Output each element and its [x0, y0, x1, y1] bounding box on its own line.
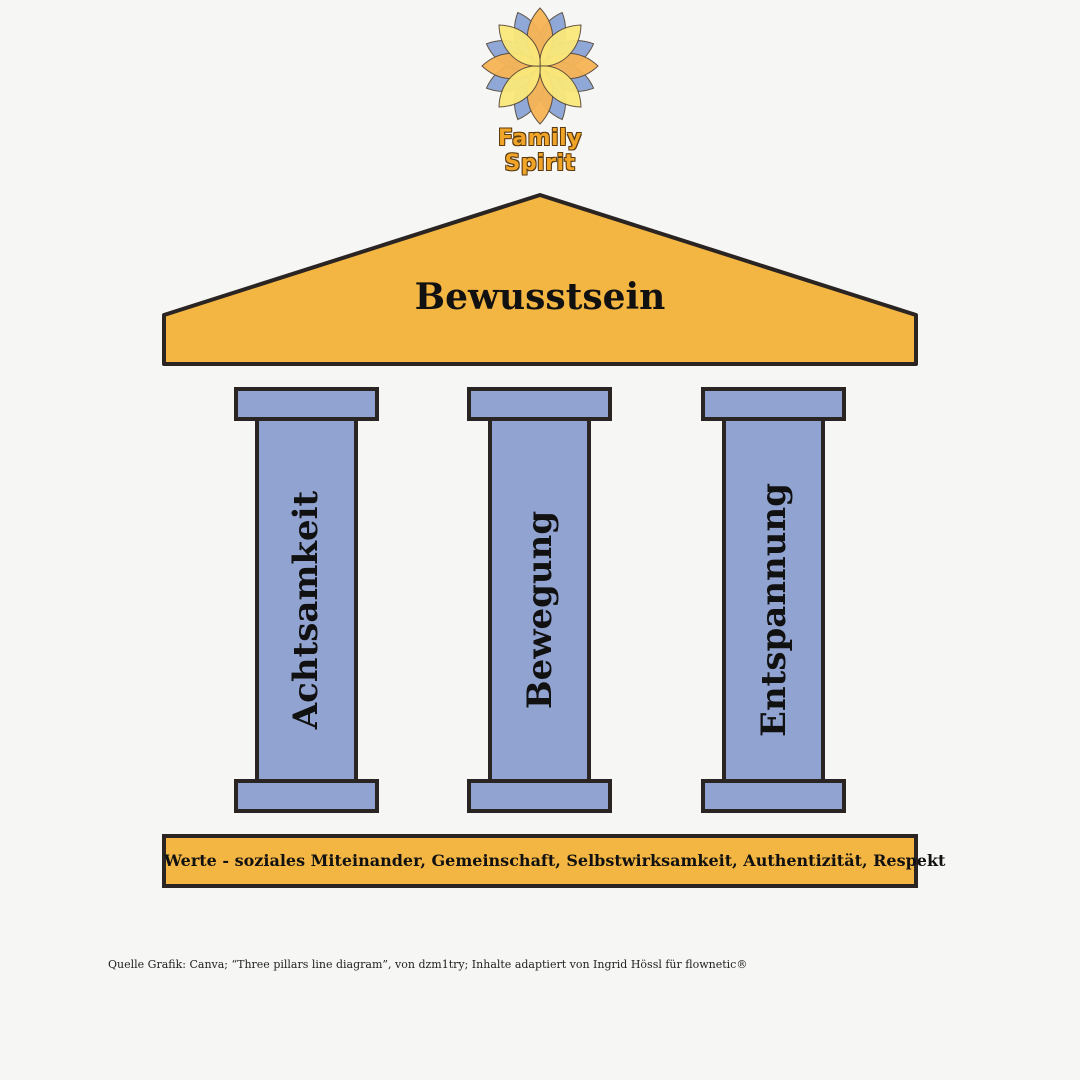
pillar-3 — [701, 387, 846, 813]
flower-petal — [498, 24, 541, 67]
pillar-2 — [467, 387, 612, 813]
logo: Family Spirit — [460, 0, 620, 176]
source-credit: Quelle Grafik: Canva; “Three pillars lin… — [108, 958, 748, 971]
pillar-1 — [234, 387, 379, 813]
logo-brand-text: Family Spirit — [498, 126, 582, 176]
pillar-label-bewegung: Bewegung — [520, 510, 560, 710]
flower-petal — [539, 65, 582, 108]
pillar-label-achtsamkeit: Achtsamkeit — [286, 490, 326, 730]
base-label: Werte - soziales Miteinander, Gemeinscha… — [164, 851, 946, 870]
flower-petal — [539, 24, 582, 67]
pillar-label-entspannung: Entspannung — [754, 483, 794, 737]
temple-roof — [162, 193, 918, 366]
flower-logo-icon — [481, 7, 599, 125]
flower-petal — [498, 65, 541, 108]
temple-base — [162, 834, 918, 888]
roof-label: Bewusstsein — [414, 276, 666, 318]
